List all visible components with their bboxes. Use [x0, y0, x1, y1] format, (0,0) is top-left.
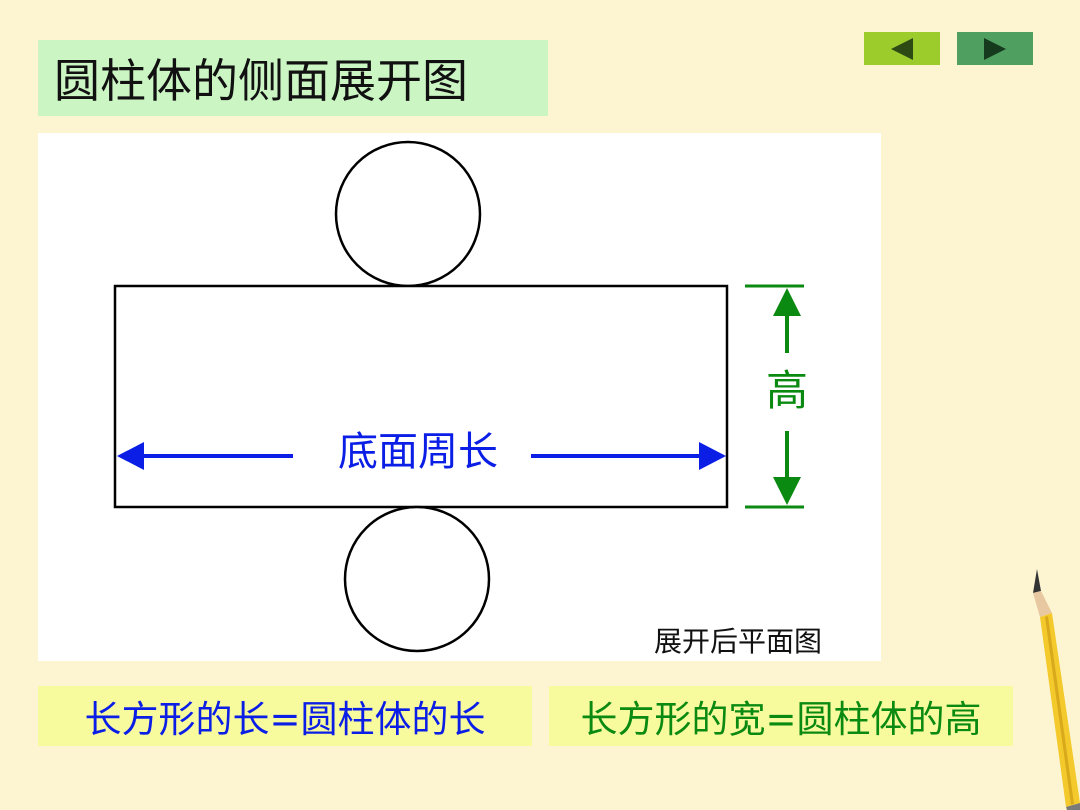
diagram-panel: 底面周长 高 展开后平面图	[38, 133, 881, 661]
triangle-left-icon	[891, 37, 913, 60]
width-arrow	[117, 442, 726, 470]
bottom-circle	[343, 505, 491, 653]
page-title: 圆柱体的侧面展开图	[38, 40, 548, 116]
base-circumference-label: 底面周长	[318, 428, 518, 476]
length-equation: 长方形的长=圆柱体的长	[38, 686, 532, 746]
triangle-right-icon	[984, 37, 1006, 60]
pencil-icon	[1033, 569, 1080, 810]
height-label: 高	[764, 365, 810, 417]
top-circle	[334, 140, 482, 288]
diagram-caption: 展开后平面图	[654, 625, 823, 658]
height-arrow	[745, 284, 804, 509]
next-button[interactable]	[957, 32, 1033, 65]
unfolded-cylinder-diagram	[113, 140, 804, 653]
width-equation: 长方形的宽=圆柱体的高	[549, 686, 1013, 746]
previous-button[interactable]	[864, 32, 940, 65]
